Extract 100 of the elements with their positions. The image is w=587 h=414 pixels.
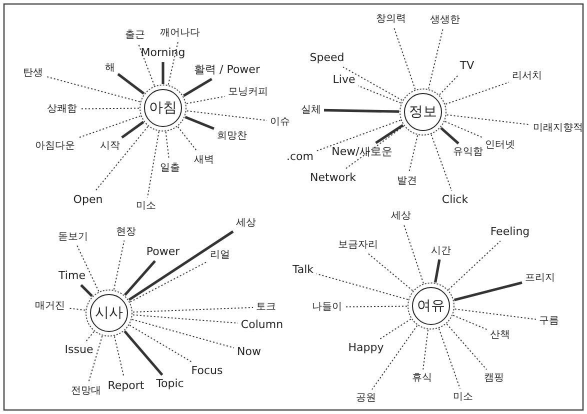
keyword-label: Focus	[191, 364, 223, 378]
dotted-spoke-line	[124, 260, 156, 296]
keyword-label: 세상	[236, 218, 256, 228]
keyword-label: 리얼	[210, 250, 230, 260]
dotted-spoke-line	[422, 329, 429, 370]
keyword-label: 프리지	[525, 272, 555, 284]
keyword-label: 나들이	[312, 302, 342, 312]
keyword-label: 일출	[160, 162, 180, 174]
keyword-label: 미소	[453, 392, 473, 402]
keyword-label: 미래지향적	[533, 122, 583, 134]
keyword-label: 인터넷	[485, 140, 515, 150]
dotted-spoke-line	[165, 131, 170, 160]
keyword-label: 상쾌함	[47, 104, 77, 114]
dotted-spoke-line	[439, 74, 459, 96]
keyword-label: 캠핑	[484, 372, 504, 384]
hub-label: 정보	[409, 103, 437, 121]
dotted-spoke-line	[440, 126, 460, 144]
keyword-label: 깨어나다	[160, 28, 200, 38]
keyword-label: 출근	[125, 30, 145, 40]
keyword-label: 유익함	[453, 146, 483, 158]
dotted-spoke-line	[162, 62, 164, 84]
dotted-spoke-line	[80, 284, 93, 297]
dotted-spoke-line	[452, 314, 488, 330]
dotted-spoke-line	[76, 245, 100, 292]
keyword-label: 산책	[490, 330, 510, 340]
keyword-label: 전망대	[71, 386, 101, 396]
keyword-label: 생생한	[430, 14, 460, 26]
dotted-spoke-line	[454, 281, 522, 302]
keyword-label: Report	[108, 380, 144, 392]
dotted-spoke-line	[444, 120, 482, 138]
keyword-label: Click	[442, 194, 468, 206]
dotted-spoke-line	[358, 85, 402, 104]
dotted-spoke-line	[146, 131, 160, 198]
dotted-spoke-line	[368, 253, 414, 292]
keyword-label: Speed	[310, 52, 344, 64]
dotted-spoke-line	[68, 308, 86, 311]
dotted-spoke-line	[446, 114, 530, 126]
dotted-spoke-line	[186, 96, 226, 104]
keyword-label: Morning	[140, 46, 186, 60]
dotted-spoke-line	[177, 126, 198, 152]
dotted-spoke-line	[117, 73, 145, 95]
dotted-spoke-line	[114, 336, 124, 378]
keyword-label: 현장	[116, 226, 136, 238]
keyword-label: 구름	[539, 316, 559, 326]
dotted-spoke-line	[88, 336, 103, 383]
keyword-label: 실체	[301, 104, 321, 116]
dotted-spoke-line	[430, 134, 452, 192]
dotted-spoke-line	[380, 318, 412, 340]
keyword-label: 희망찬	[217, 130, 247, 142]
hub-label: 아침	[149, 99, 177, 117]
keyword-label: Topic	[156, 378, 184, 390]
keyword-label: Issue	[64, 344, 94, 356]
keyword-label: 활력 / Power	[194, 64, 260, 76]
dotted-spoke-line	[94, 126, 148, 192]
keyword-label: 해	[105, 62, 115, 74]
dotted-spoke-line	[184, 116, 214, 130]
keyword-label: Power	[146, 246, 180, 258]
dotted-spoke-line	[393, 27, 416, 90]
dotted-spoke-line	[344, 126, 404, 170]
keyword-label: Open	[73, 194, 103, 206]
keyword-label: 휴식	[412, 372, 432, 384]
keyword-label: 이슈	[270, 116, 290, 128]
keyword-label: 공원	[356, 392, 376, 404]
hub-label: 여유	[417, 297, 445, 315]
keyword-label: .com	[286, 150, 314, 164]
keyword-label: 매거진	[35, 300, 65, 312]
keyword-label: 보금자리	[338, 240, 378, 250]
dotted-spoke-line	[121, 120, 144, 139]
dotted-spoke-line	[446, 324, 488, 370]
keyword-label: 발견	[397, 176, 417, 186]
keyword-label: New/새로운	[332, 146, 392, 158]
dotted-spoke-line	[344, 306, 408, 308]
keyword-label: 탄생	[23, 68, 43, 78]
dotted-spoke-line	[86, 331, 94, 342]
dotted-spoke-line	[132, 318, 235, 348]
keyword-label: Now	[237, 346, 261, 358]
dotted-spoke-line	[186, 110, 268, 121]
dotted-spoke-line	[316, 273, 408, 300]
dotted-spoke-line	[80, 108, 140, 110]
keyword-label: 아침다운	[35, 140, 75, 152]
keyword-label: Happy	[348, 342, 384, 354]
keyword-label: 리서치	[512, 70, 542, 82]
dotted-spoke-line	[408, 134, 418, 173]
dotted-spoke-line	[129, 324, 192, 362]
dotted-spoke-line	[448, 240, 501, 290]
dotted-spoke-line	[428, 28, 444, 90]
keyword-label: Network	[310, 172, 356, 184]
keyword-label: 토크	[256, 302, 276, 312]
dotted-spoke-line	[403, 224, 424, 284]
keyword-label: 세상	[391, 210, 411, 222]
hub-label: 시사	[95, 304, 123, 322]
dotted-spoke-line	[132, 314, 238, 324]
keyword-label: Time	[58, 270, 86, 282]
dotted-spoke-line	[445, 82, 510, 105]
dotted-spoke-line	[168, 41, 179, 86]
dotted-spoke-line	[128, 230, 234, 301]
dotted-spoke-line	[124, 330, 164, 376]
dotted-spoke-line	[438, 328, 460, 389]
dotted-spoke-line	[182, 78, 212, 97]
dotted-spoke-line	[113, 240, 125, 290]
